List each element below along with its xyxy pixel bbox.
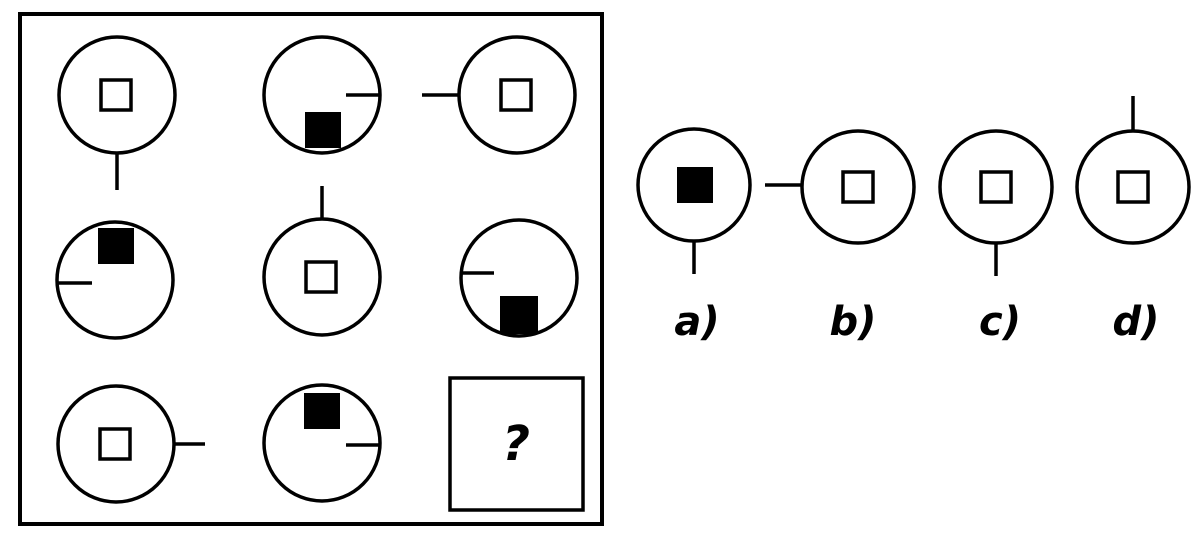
hollow-square bbox=[841, 170, 875, 204]
option-c[interactable]: c) bbox=[938, 129, 1054, 345]
circle bbox=[459, 218, 579, 338]
option-d-label: d) bbox=[1113, 299, 1160, 345]
grid-cell-r1c1 bbox=[57, 35, 177, 190]
grid-cell-r3c1 bbox=[56, 384, 205, 504]
option-d[interactable]: d) bbox=[1075, 96, 1191, 345]
hollow-square bbox=[304, 260, 338, 294]
grid-cell-r3c2 bbox=[262, 383, 382, 503]
option-c-label: c) bbox=[979, 299, 1021, 345]
option-a-label: a) bbox=[674, 299, 719, 345]
puzzle-grid-frame bbox=[18, 12, 604, 526]
hollow-square bbox=[98, 427, 132, 461]
filled-square bbox=[305, 112, 341, 148]
circle bbox=[262, 383, 382, 503]
circle bbox=[55, 220, 175, 340]
hollow-square bbox=[979, 170, 1013, 204]
grid-cell-r2c2 bbox=[262, 186, 382, 337]
grid-cell-r1c3 bbox=[422, 35, 577, 155]
hollow-square bbox=[499, 78, 533, 112]
option-b-label: b) bbox=[830, 299, 877, 345]
grid-cell-missing: ? bbox=[448, 376, 585, 512]
filled-square bbox=[304, 393, 340, 429]
grid-cell-r1c2 bbox=[262, 35, 382, 155]
grid-cell-r2c3 bbox=[459, 218, 579, 338]
missing-cell-box bbox=[448, 376, 585, 512]
option-a[interactable]: a) bbox=[636, 127, 752, 345]
hollow-square bbox=[99, 78, 133, 112]
question-mark: ? bbox=[502, 416, 530, 472]
circle bbox=[800, 129, 916, 245]
hollow-square bbox=[1116, 170, 1150, 204]
option-b[interactable]: b) bbox=[765, 129, 916, 345]
filled-square bbox=[98, 228, 134, 264]
filled-square bbox=[500, 296, 538, 334]
grid-cell-r2c1 bbox=[55, 220, 175, 340]
filled-square bbox=[677, 167, 713, 203]
